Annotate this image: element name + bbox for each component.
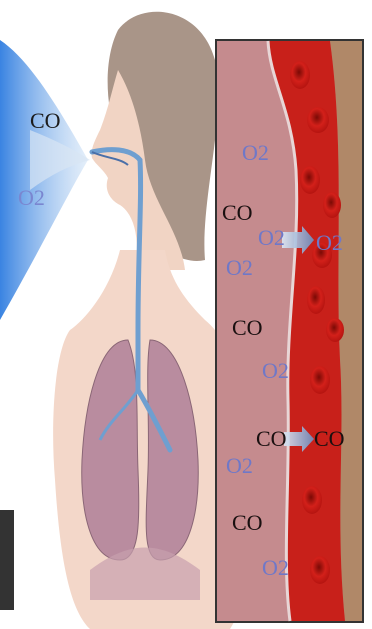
edge-shadow xyxy=(0,510,14,610)
label-o2-1: O2 xyxy=(242,140,269,165)
label-o2-4: O2 xyxy=(316,230,343,255)
label-co-6: CO xyxy=(232,315,263,340)
label-co-9: CO xyxy=(314,426,345,451)
label-o2-5: O2 xyxy=(226,255,253,280)
label-o2-inhaled: O2 xyxy=(18,185,45,210)
label-co-inhaled: CO xyxy=(30,108,61,133)
label-co-2: CO xyxy=(222,200,253,225)
label-o2-7: O2 xyxy=(262,358,289,383)
label-co-8: CO xyxy=(256,426,287,451)
label-o2-3: O2 xyxy=(258,225,285,250)
label-co-11: CO xyxy=(232,510,263,535)
label-o2-12: O2 xyxy=(262,555,289,580)
label-o2-10: O2 xyxy=(226,453,253,478)
